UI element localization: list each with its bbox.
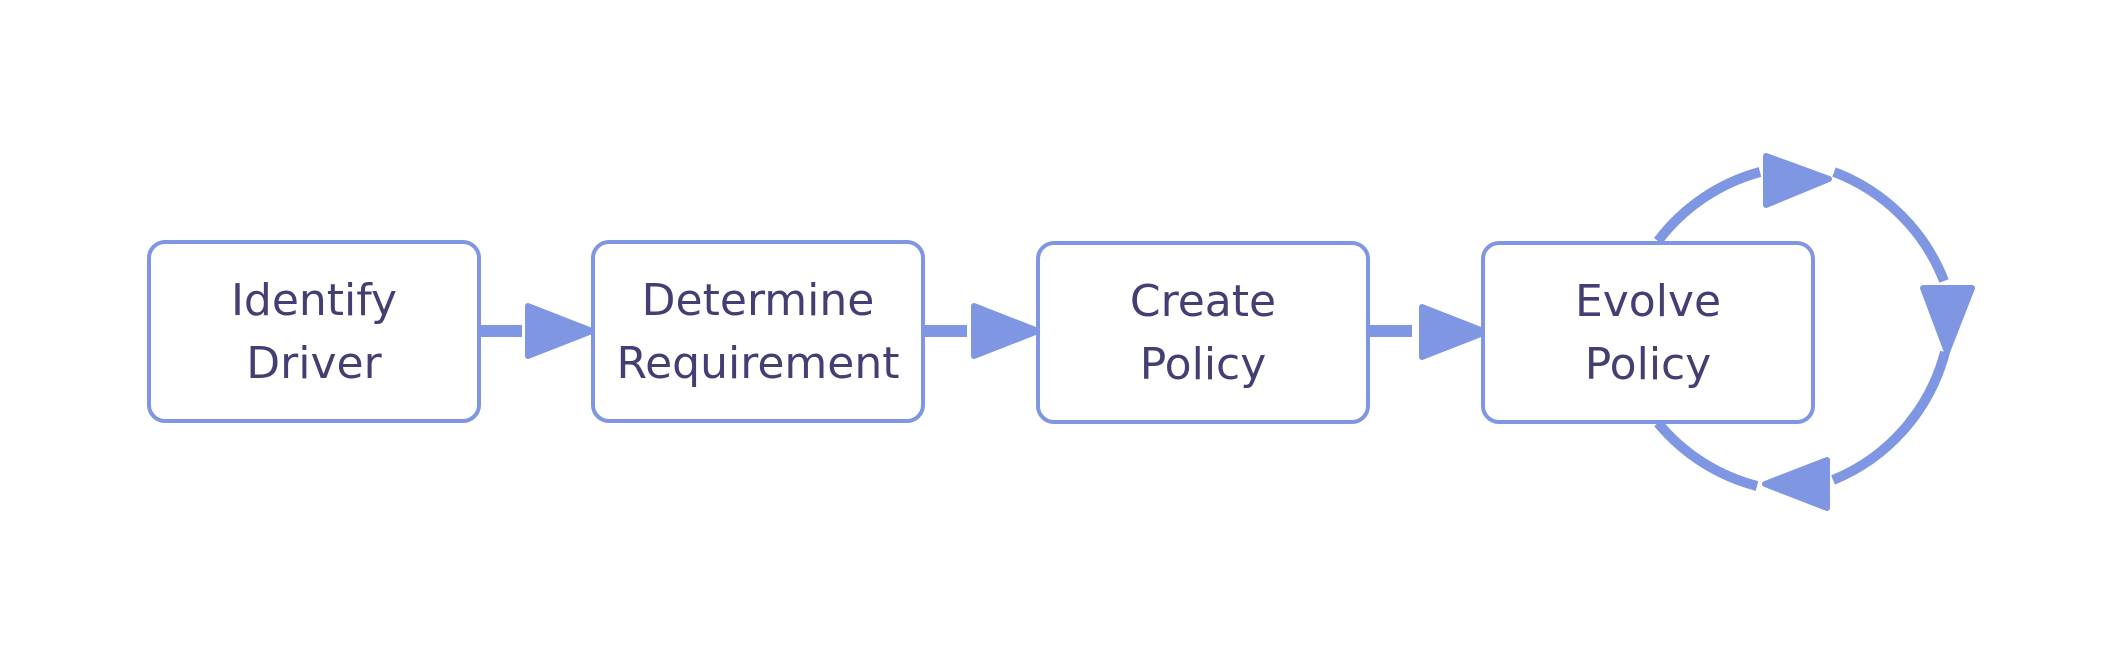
step-label-line: Identify [230,274,398,326]
step-label-line: Create [1129,275,1277,327]
cycle-arrow-right [1920,285,1975,355]
step-label-line: Determine [641,274,875,326]
step-identify-driver: Identify Driver [147,240,481,423]
step-create-policy: Create Policy [1036,241,1370,424]
step-determine-requirement: Determine Requirement [591,240,925,423]
connector-requirement-to-create [925,303,1041,359]
cycle-arrow-bottom [1762,457,1830,511]
evolve-cycle-loop [1654,167,1950,491]
connector-driver-to-requirement [480,303,595,359]
cycle-arrowheads [1762,153,1975,511]
step-evolve-policy: Evolve Policy [1481,241,1815,424]
step-label-line: Policy [1139,338,1267,390]
step-label-line: Driver [246,337,382,389]
cycle-arrow-top [1763,153,1832,208]
step-label-line: Policy [1584,338,1712,390]
connector-create-to-evolve [1370,304,1489,360]
step-label-line: Requirement [616,337,900,389]
step-label-line: Evolve [1574,275,1722,327]
